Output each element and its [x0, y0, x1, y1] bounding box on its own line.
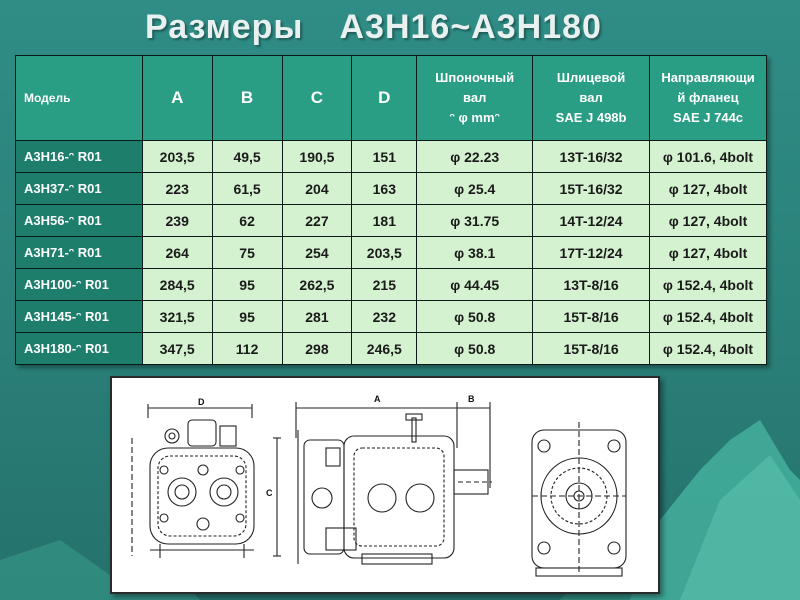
- title-model-range: A3H16~A3H180: [339, 8, 602, 46]
- cell-b: 61,5: [211, 172, 283, 205]
- cell-model: A3H71-ᵔ R01: [15, 236, 143, 269]
- cell-key-shaft: φ 38.1: [416, 236, 534, 269]
- cell-key-shaft: φ 22.23: [416, 140, 534, 173]
- cell-model: A3H100-ᵔ R01: [15, 268, 143, 301]
- cell-c: 204: [281, 172, 353, 205]
- cell-a: 239: [141, 204, 213, 237]
- pump-end-view: [531, 422, 627, 577]
- cell-d: 215: [351, 268, 418, 301]
- dimension-label-c: C: [266, 488, 273, 498]
- table-row: A3H16-ᵔ R01 203,5 49,5 190,5 151 φ 22.23…: [15, 140, 767, 173]
- cell-key-shaft: φ 31.75: [416, 204, 534, 237]
- cell-flange: φ 101.6, 4bolt: [649, 140, 767, 173]
- header-flange: Направляющи й фланец SAE J 744c: [649, 55, 767, 141]
- cell-key-shaft: φ 50.8: [416, 300, 534, 333]
- cell-flange: φ 127, 4bolt: [649, 172, 767, 205]
- cell-spline-shaft: 14T-12/24: [532, 204, 650, 237]
- pump-technical-drawing: [131, 402, 627, 577]
- cell-spline-shaft: 13T-16/32: [532, 140, 650, 173]
- header-key-shaft-line1: Шпоночный: [435, 70, 515, 85]
- cell-b: 75: [211, 236, 283, 269]
- cell-b: 95: [211, 268, 283, 301]
- cell-model: A3H37-ᵔ R01: [15, 172, 143, 205]
- header-spline-shaft-line3: SAE J 498b: [555, 110, 627, 125]
- header-model: Модель: [15, 55, 143, 141]
- header-a: A: [141, 55, 213, 141]
- pump-front-view: [131, 404, 255, 558]
- cell-key-shaft: φ 50.8: [416, 332, 534, 365]
- cell-spline-shaft: 17T-12/24: [532, 236, 650, 269]
- cell-d: 151: [351, 140, 418, 173]
- header-c: C: [281, 55, 353, 141]
- header-flange-line2: й фланец: [677, 90, 739, 105]
- cell-d: 203,5: [351, 236, 418, 269]
- cell-c: 262,5: [281, 268, 353, 301]
- header-key-shaft-line3: ᵔ φ mmᵔ: [449, 110, 500, 125]
- table-header-row: Модель A B C D Шпоночный вал ᵔ φ mmᵔ Шли…: [15, 55, 767, 141]
- dimensions-table: Модель A B C D Шпоночный вал ᵔ φ mmᵔ Шли…: [15, 55, 767, 365]
- cell-model: A3H180-ᵔ R01: [15, 332, 143, 365]
- cell-key-shaft: φ 44.45: [416, 268, 534, 301]
- cell-b: 62: [211, 204, 283, 237]
- header-key-shaft: Шпоночный вал ᵔ φ mmᵔ: [416, 55, 534, 141]
- cell-b: 49,5: [211, 140, 283, 173]
- header-key-shaft-line2: вал: [463, 90, 487, 105]
- cell-a: 321,5: [141, 300, 213, 333]
- cell-flange: φ 152.4, 4bolt: [649, 268, 767, 301]
- cell-spline-shaft: 15T-8/16: [532, 300, 650, 333]
- dimension-label-d: D: [198, 397, 205, 407]
- header-spline-shaft-line2: вал: [579, 90, 603, 105]
- table-row: A3H37-ᵔ R01 223 61,5 204 163 φ 25.4 15T-…: [15, 172, 767, 205]
- cell-a: 223: [141, 172, 213, 205]
- header-d: D: [351, 55, 418, 141]
- cell-flange: φ 152.4, 4bolt: [649, 332, 767, 365]
- cell-flange: φ 152.4, 4bolt: [649, 300, 767, 333]
- cell-c: 254: [281, 236, 353, 269]
- table-row: A3H180-ᵔ R01 347,5 112 298 246,5 φ 50.8 …: [15, 332, 767, 365]
- cell-d: 181: [351, 204, 418, 237]
- cell-c: 190,5: [281, 140, 353, 173]
- title-word: Размеры: [145, 8, 304, 46]
- cell-c: 281: [281, 300, 353, 333]
- cell-flange: φ 127, 4bolt: [649, 236, 767, 269]
- table-row: A3H56-ᵔ R01 239 62 227 181 φ 31.75 14T-1…: [15, 204, 767, 237]
- cell-a: 203,5: [141, 140, 213, 173]
- cell-model: A3H145-ᵔ R01: [15, 300, 143, 333]
- cell-c: 298: [281, 332, 353, 365]
- cell-model: A3H56-ᵔ R01: [15, 204, 143, 237]
- cell-a: 347,5: [141, 332, 213, 365]
- cell-d: 163: [351, 172, 418, 205]
- cell-spline-shaft: 15T-16/32: [532, 172, 650, 205]
- cell-spline-shaft: 15T-8/16: [532, 332, 650, 365]
- cell-flange: φ 127, 4bolt: [649, 204, 767, 237]
- table-row: A3H100-ᵔ R01 284,5 95 262,5 215 φ 44.45 …: [15, 268, 767, 301]
- cell-a: 264: [141, 236, 213, 269]
- cell-spline-shaft: 13T-8/16: [532, 268, 650, 301]
- header-spline-shaft: Шлицевой вал SAE J 498b: [532, 55, 650, 141]
- dimension-label-a: A: [374, 394, 381, 404]
- cell-b: 112: [211, 332, 283, 365]
- cell-d: 232: [351, 300, 418, 333]
- table-row: A3H145-ᵔ R01 321,5 95 281 232 φ 50.8 15T…: [15, 300, 767, 333]
- header-b: B: [211, 55, 283, 141]
- page-title: Размеры A3H16~A3H180: [145, 8, 638, 47]
- table-row: A3H71-ᵔ R01 264 75 254 203,5 φ 38.1 17T-…: [15, 236, 767, 269]
- header-flange-line1: Направляющи: [661, 70, 755, 85]
- cell-model: A3H16-ᵔ R01: [15, 140, 143, 173]
- cell-d: 246,5: [351, 332, 418, 365]
- cell-key-shaft: φ 25.4: [416, 172, 534, 205]
- pump-side-view: [273, 402, 492, 565]
- cell-b: 95: [211, 300, 283, 333]
- header-flange-line3: SAE J 744c: [672, 110, 744, 125]
- cell-c: 227: [281, 204, 353, 237]
- pump-drawing-panel: D A B C: [110, 376, 660, 594]
- cell-a: 284,5: [141, 268, 213, 301]
- header-spline-shaft-line1: Шлицевой: [556, 70, 626, 85]
- dimension-label-b: B: [468, 394, 475, 404]
